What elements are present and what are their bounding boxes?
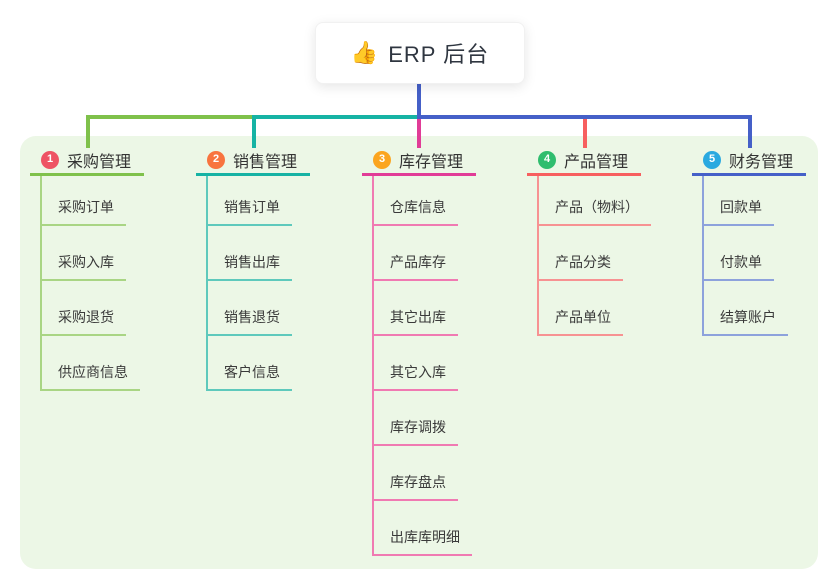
child-node[interactable]: 销售退货 xyxy=(208,281,292,336)
child-label: 客户信息 xyxy=(208,362,292,391)
child-node[interactable]: 采购退货 xyxy=(42,281,126,336)
child-label: 结算账户 xyxy=(704,307,788,336)
badge-5: 5 xyxy=(703,150,721,169)
child-node[interactable]: 其它出库 xyxy=(374,281,458,336)
child-node[interactable]: 产品分类 xyxy=(539,226,623,281)
child-label: 产品库存 xyxy=(374,252,458,281)
child-label: 产品（物料） xyxy=(539,197,651,226)
branch-product: 4 产品管理 产品（物料） 产品分类 产品单位 xyxy=(527,146,651,336)
child-node[interactable]: 客户信息 xyxy=(208,336,292,391)
child-label: 销售退货 xyxy=(208,307,292,336)
child-label: 采购入库 xyxy=(42,252,126,281)
branch-children: 销售订单 销售出库 销售退货 客户信息 xyxy=(206,176,292,391)
child-node[interactable]: 付款单 xyxy=(704,226,774,281)
child-node[interactable]: 产品库存 xyxy=(374,226,458,281)
child-node[interactable]: 库存调拨 xyxy=(374,391,458,446)
branch-title-product[interactable]: 4 产品管理 xyxy=(527,146,641,176)
child-node[interactable]: 结算账户 xyxy=(704,281,788,336)
child-node[interactable]: 采购入库 xyxy=(42,226,126,281)
child-label: 采购退货 xyxy=(42,307,126,336)
child-label: 回款单 xyxy=(704,197,774,226)
child-node[interactable]: 仓库信息 xyxy=(374,176,458,226)
root-node[interactable]: 👍 ERP 后台 xyxy=(315,22,525,84)
branch-title-sales[interactable]: 2 销售管理 xyxy=(196,146,310,176)
branch-label: 库存管理 xyxy=(399,153,464,171)
branch-children: 回款单 付款单 结算账户 xyxy=(702,176,788,336)
root-node-label: ERP 后台 xyxy=(388,42,490,67)
branch-title-finance[interactable]: 5 财务管理 xyxy=(692,146,806,176)
branch-finance: 5 财务管理 回款单 付款单 结算账户 xyxy=(692,146,806,336)
branch-title-purchase[interactable]: 1 采购管理 xyxy=(30,146,144,176)
branch-label: 财务管理 xyxy=(729,153,794,171)
child-node[interactable]: 回款单 xyxy=(704,176,774,226)
child-label: 付款单 xyxy=(704,252,774,281)
child-label: 其它入库 xyxy=(374,362,458,391)
child-label: 产品分类 xyxy=(539,252,623,281)
branch-children: 仓库信息 产品库存 其它出库 其它入库 库存调拨 库存盘点 出库库明细 xyxy=(372,176,472,556)
badge-3: 3 xyxy=(373,150,391,169)
child-node[interactable]: 供应商信息 xyxy=(42,336,140,391)
child-label: 供应商信息 xyxy=(42,362,140,391)
branch-purchase: 1 采购管理 采购订单 采购入库 采购退货 供应商信息 xyxy=(30,146,144,391)
child-node[interactable]: 产品（物料） xyxy=(539,176,651,226)
child-label: 产品单位 xyxy=(539,307,623,336)
branch-label: 产品管理 xyxy=(564,153,629,171)
mindmap-panel xyxy=(20,136,818,569)
child-label: 采购订单 xyxy=(42,197,126,226)
child-label: 销售出库 xyxy=(208,252,292,281)
child-node[interactable]: 出库库明细 xyxy=(374,501,472,556)
badge-4: 4 xyxy=(538,150,556,169)
branch-title-inventory[interactable]: 3 库存管理 xyxy=(362,146,476,176)
child-label: 库存调拨 xyxy=(374,417,458,446)
child-label: 销售订单 xyxy=(208,197,292,226)
child-node[interactable]: 其它入库 xyxy=(374,336,458,391)
child-node[interactable]: 销售订单 xyxy=(208,176,292,226)
child-node[interactable]: 产品单位 xyxy=(539,281,623,336)
branch-label: 采购管理 xyxy=(67,153,132,171)
badge-2: 2 xyxy=(207,150,225,169)
child-label: 库存盘点 xyxy=(374,472,458,501)
badge-1: 1 xyxy=(41,150,59,169)
child-node[interactable]: 采购订单 xyxy=(42,176,126,226)
thumbs-up-icon: 👍 xyxy=(350,40,379,65)
child-node[interactable]: 销售出库 xyxy=(208,226,292,281)
child-label: 出库库明细 xyxy=(374,527,472,556)
child-label: 仓库信息 xyxy=(374,197,458,226)
child-label: 其它出库 xyxy=(374,307,458,336)
branch-inventory: 3 库存管理 仓库信息 产品库存 其它出库 其它入库 库存调拨 库存盘点 出库库… xyxy=(362,146,476,556)
branch-children: 采购订单 采购入库 采购退货 供应商信息 xyxy=(40,176,140,391)
child-node[interactable]: 库存盘点 xyxy=(374,446,458,501)
branch-children: 产品（物料） 产品分类 产品单位 xyxy=(537,176,651,336)
branch-label: 销售管理 xyxy=(233,153,298,171)
branch-sales: 2 销售管理 销售订单 销售出库 销售退货 客户信息 xyxy=(196,146,310,391)
